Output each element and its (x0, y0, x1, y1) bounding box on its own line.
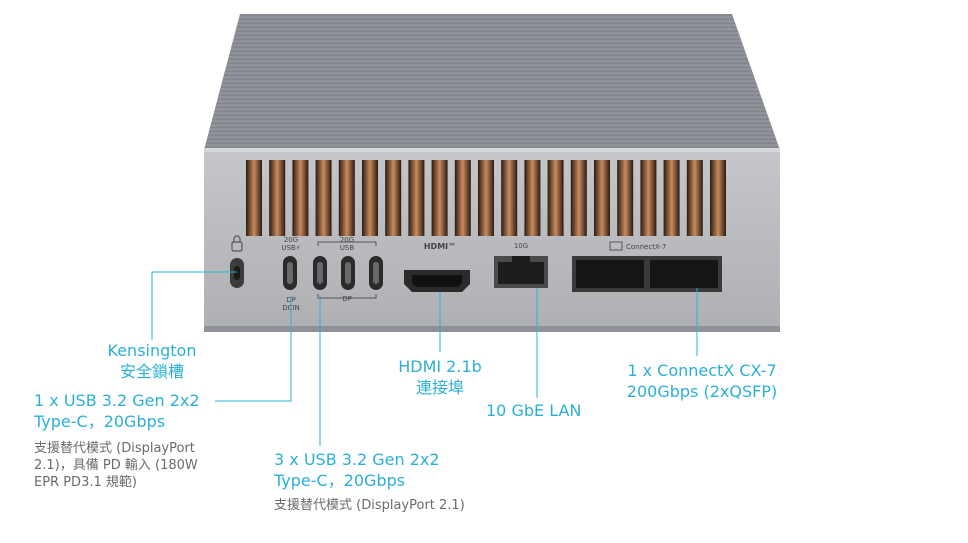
leader-usb-single (215, 296, 292, 402)
vent-slot (408, 160, 425, 236)
callout-connectx: 1 x ConnectX CX-7 200Gbps (2xQSFP) (612, 360, 792, 402)
callout-hdmi: HDMI 2.1b 連接埠 (380, 356, 500, 398)
usb-single-note-2: 2.1)，具備 PD 輸入 (180W (34, 458, 198, 473)
vent-slot (454, 160, 471, 236)
note-usb-single: 支援替代模式 (DisplayPort 2.1)，具備 PD 輸入 (180W … (34, 440, 198, 491)
chassis-top (204, 14, 780, 150)
hdmi-logo: HDMI™ (424, 242, 456, 251)
vent-slot (710, 160, 726, 236)
hdmi-port (404, 270, 470, 292)
usb-triple-speed: Type-C，20Gbps (274, 471, 406, 490)
usb-c-port-3 (341, 256, 355, 290)
usb-triple-note-1: 支援替代模式 (DisplayPort 2.1) (274, 498, 465, 513)
vent-slot (501, 160, 518, 236)
callout-kensington: Kensington 安全鎖槽 (92, 340, 212, 382)
usb-single-label: 1 x USB 3.2 Gen 2x2 (34, 391, 200, 410)
vent-slot (385, 160, 402, 236)
callout-usb-triple: 3 x USB 3.2 Gen 2x2 Type-C，20Gbps (274, 449, 440, 491)
usb-single-note-1: 支援替代模式 (DisplayPort (34, 441, 195, 456)
vent-slot (663, 160, 680, 236)
usb-group-bracket-bottom (317, 294, 377, 299)
vent-slot (524, 160, 541, 236)
connectx-speed: 200Gbps (2xQSFP) (626, 382, 778, 401)
lock-icon (231, 235, 243, 252)
vent-slot (686, 160, 703, 236)
vent-row (246, 160, 726, 236)
vent-slot (269, 160, 286, 236)
vent-slot (640, 160, 657, 236)
qsfp-ports (572, 256, 722, 292)
hdmi-label: HDMI 2.1b (398, 357, 482, 376)
connectx-icon (609, 241, 623, 251)
kensington-label: Kensington (107, 341, 197, 360)
dp-mark: DP (342, 295, 352, 303)
note-usb-triple: 支援替代模式 (DisplayPort 2.1) (274, 497, 465, 514)
usb-single-speed: Type-C，20Gbps (34, 412, 166, 431)
callout-lan: 10 GbE LAN (486, 400, 581, 421)
vent-slot (292, 160, 309, 236)
hdmi-sublabel: 連接埠 (415, 378, 464, 397)
lan-10g-mark: 10G (514, 242, 528, 250)
vent-slot (617, 160, 634, 236)
usb-triple-label: 3 x USB 3.2 Gen 2x2 (274, 450, 440, 469)
connectx-mark: ConnectX-7 (626, 243, 666, 251)
kensington-lock-slot (230, 258, 244, 288)
connectx-label: 1 x ConnectX CX-7 (627, 361, 777, 380)
vent-slot (338, 160, 355, 236)
vent-slot (315, 160, 332, 236)
callout-usb-single: 1 x USB 3.2 Gen 2x2 Type-C，20Gbps (34, 390, 200, 432)
kensington-sublabel: 安全鎖槽 (119, 362, 184, 381)
usb-c-port-1 (283, 256, 297, 290)
vent-slot (478, 160, 494, 236)
usb-group-bracket-top (317, 241, 377, 246)
usb-c-port-4 (369, 256, 383, 290)
vent-slot (570, 160, 587, 236)
vent-slot (246, 160, 262, 236)
chassis-top-edge (204, 148, 780, 152)
chassis-bottom-shadow (204, 326, 780, 332)
usb-c-port-2 (313, 256, 327, 290)
leader-kensington (151, 271, 237, 340)
usb-single-note-3: EPR PD3.1 規範) (34, 475, 137, 490)
vent-slot (594, 160, 610, 236)
vent-slot (362, 160, 378, 236)
vent-slot (547, 160, 564, 236)
ethernet-port (494, 256, 548, 288)
vent-slot (431, 160, 448, 236)
lan-label: 10 GbE LAN (486, 401, 582, 420)
